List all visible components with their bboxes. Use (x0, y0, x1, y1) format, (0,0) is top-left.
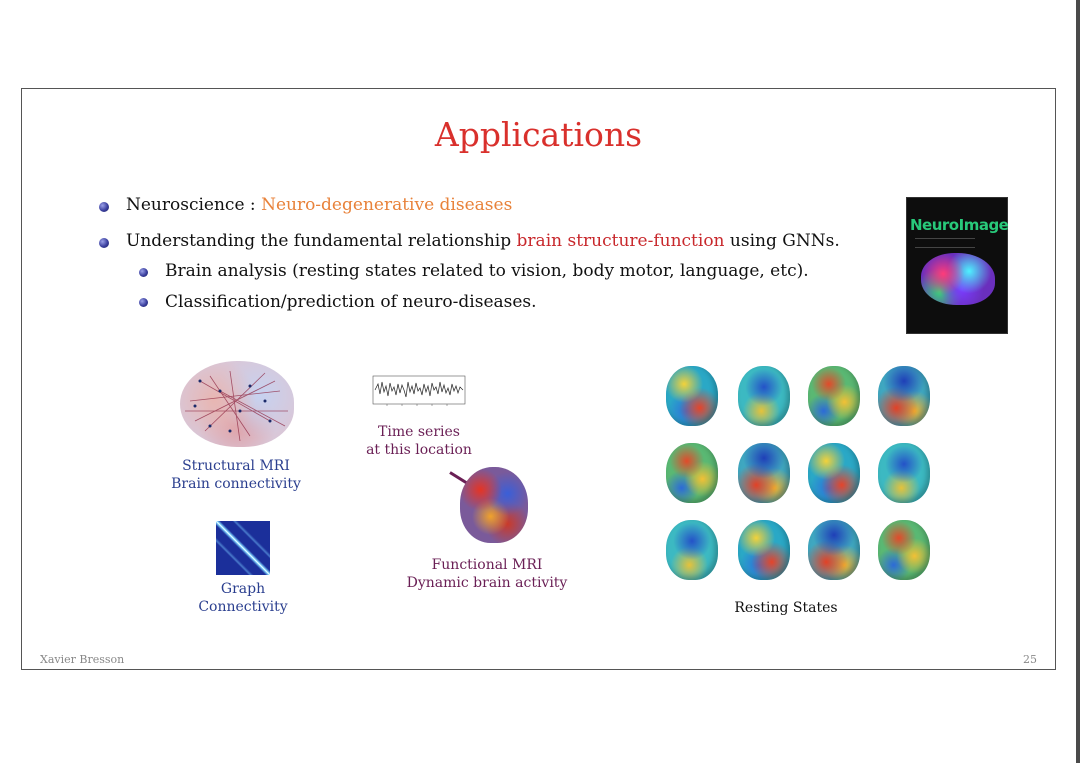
window-edge (1076, 0, 1080, 763)
bullet-dot (99, 238, 109, 248)
caption-line: Dynamic brain activity (406, 575, 568, 591)
connectivity-matrix-image (216, 521, 270, 575)
bullet-highlight: Neuro-degenerative diseases (261, 195, 513, 215)
footer-page-number: 25 (1023, 653, 1037, 666)
journal-cover: NeuroImage (906, 197, 1009, 334)
bullet-text: Understanding the fundamental relationsh… (126, 231, 517, 251)
bullet-item: Understanding the fundamental relationsh… (126, 231, 840, 251)
resting-state-brain (666, 366, 718, 426)
caption-line: Time series (378, 424, 460, 440)
cover-brain-image (921, 253, 995, 305)
resting-state-brain (666, 520, 718, 580)
resting-state-brain (808, 443, 860, 503)
caption-line: Functional MRI (431, 557, 543, 573)
resting-state-brain (738, 520, 790, 580)
caption-line: Brain connectivity (171, 476, 301, 492)
resting-state-brain (878, 520, 930, 580)
resting-state-brain (738, 366, 790, 426)
resting-state-brain (878, 366, 930, 426)
time-series-plot (372, 375, 466, 406)
sub-bullet-item: Brain analysis (resting states related t… (165, 261, 809, 281)
connectivity-lines (185, 370, 288, 442)
resting-states-grid (666, 366, 934, 584)
caption-line: Structural MRI (182, 458, 290, 474)
functional-brain-image (460, 467, 528, 543)
resting-state-brain (878, 443, 930, 503)
bullet-dot (99, 202, 109, 212)
bullet-highlight: brain structure-function (516, 231, 725, 251)
resting-state-brain (808, 366, 860, 426)
time-series-caption: Time series at this location (354, 423, 484, 459)
slide: Applications Neuroscience : Neuro-degene… (21, 88, 1056, 670)
resting-state-brain (666, 443, 718, 503)
structural-brain-image (180, 361, 294, 447)
structural-mri-caption: Structural MRI Brain connectivity (156, 457, 316, 493)
resting-state-brain (808, 520, 860, 580)
cover-decoration (915, 238, 975, 248)
journal-cover-title: NeuroImage (910, 216, 1009, 234)
sub-bullet-item: Classification/prediction of neuro-disea… (165, 292, 537, 312)
resting-state-brain (738, 443, 790, 503)
caption-line: Graph (220, 581, 266, 597)
bullet-item: Neuroscience : Neuro-degenerative diseas… (126, 195, 512, 215)
graph-connectivity-caption: Graph Connectivity (176, 580, 310, 616)
sub-bullet-dot (139, 298, 148, 307)
bullet-text: Neuroscience : (126, 195, 262, 215)
caption-line: at this location (366, 442, 472, 458)
resting-states-caption: Resting States (734, 600, 838, 616)
caption-line: Connectivity (198, 599, 288, 615)
functional-mri-caption: Functional MRI Dynamic brain activity (397, 556, 577, 592)
footer-author: Xavier Bresson (40, 653, 125, 666)
slide-title: Applications (434, 115, 643, 154)
sub-bullet-dot (139, 268, 148, 277)
bullet-text-suffix: using GNNs. (724, 231, 840, 251)
